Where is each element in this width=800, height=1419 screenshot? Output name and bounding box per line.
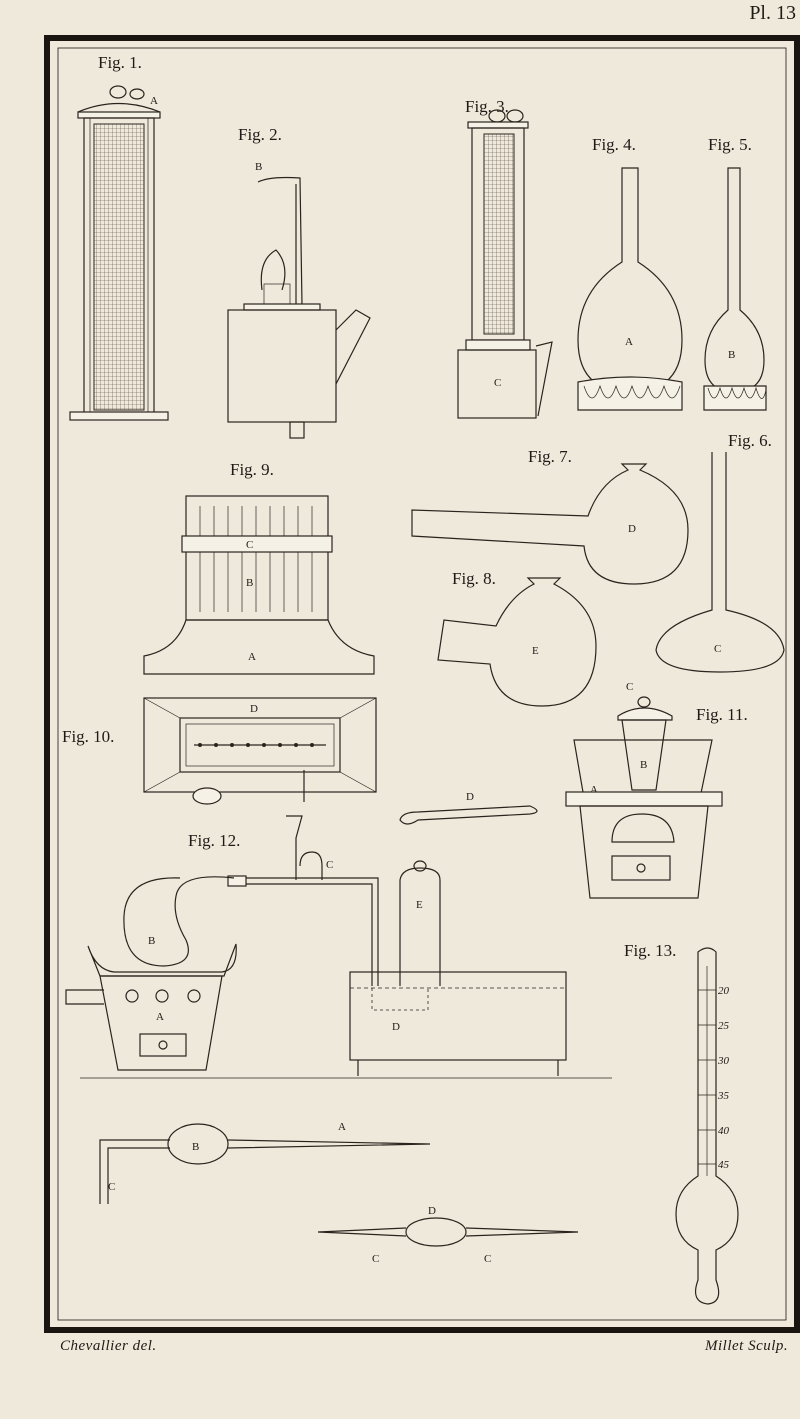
svg-text:C: C — [714, 643, 721, 655]
fig2-oil-lamp: Fig. 2. B — [227, 125, 371, 439]
svg-text:45: 45 — [718, 1159, 730, 1171]
svg-text:Fig. 1.: Fig. 1. — [98, 53, 142, 72]
svg-text:40: 40 — [718, 1125, 730, 1137]
svg-text:Fig. 11.: Fig. 11. — [696, 705, 748, 724]
plate-number: Pl. 13 — [749, 2, 796, 24]
svg-text:C: C — [246, 539, 253, 551]
fig8-tubulated-flask: Fig. 8. E — [437, 569, 597, 707]
svg-text:D: D — [428, 1205, 436, 1217]
svg-text:Fig. 13.: Fig. 13. — [624, 941, 676, 960]
fig13-thermometer: Fig. 13. 20 25 30 35 40 45 — [624, 941, 739, 1305]
svg-text:Fig. 10.: Fig. 10. — [62, 727, 114, 746]
svg-text:B: B — [148, 935, 155, 947]
fig4-long-neck-flask: Fig. 4. A — [577, 135, 683, 411]
svg-text:D: D — [466, 791, 474, 803]
fig3-gauze-lamp: Fig. 3. C — [457, 97, 553, 419]
svg-text:30: 30 — [717, 1055, 730, 1067]
svg-text:35: 35 — [717, 1090, 730, 1102]
svg-text:D: D — [250, 703, 258, 715]
svg-text:A: A — [248, 651, 256, 663]
svg-text:A: A — [150, 95, 158, 107]
svg-text:Fig. 3.: Fig. 3. — [465, 97, 509, 116]
svg-text:A: A — [338, 1121, 346, 1133]
svg-text:Fig. 12.: Fig. 12. — [188, 831, 240, 850]
svg-text:20: 20 — [718, 985, 730, 997]
svg-text:A: A — [625, 336, 633, 348]
svg-text:E: E — [532, 645, 539, 657]
svg-text:D: D — [628, 523, 636, 535]
svg-text:Fig. 5.: Fig. 5. — [708, 135, 752, 154]
svg-text:C: C — [494, 377, 501, 389]
fig5-retort-flask: Fig. 5. B — [703, 135, 767, 411]
svg-text:Fig. 9.: Fig. 9. — [230, 460, 274, 479]
svg-text:Fig. 2.: Fig. 2. — [238, 125, 282, 144]
svg-text:B: B — [640, 759, 647, 771]
draughtsman-credit: Chevallier del. — [60, 1338, 157, 1354]
svg-text:Fig. 7.: Fig. 7. — [528, 447, 572, 466]
svg-text:C: C — [372, 1253, 379, 1265]
fig9-grate-furnace: Fig. 9. C B A — [143, 460, 375, 675]
svg-text:C: C — [626, 681, 633, 693]
svg-text:B: B — [192, 1141, 199, 1153]
svg-text:C: C — [484, 1253, 491, 1265]
fig10-furnace-plan: Fig. 10. D — [62, 697, 377, 805]
svg-text:Fig. 6.: Fig. 6. — [728, 431, 772, 450]
svg-text:C: C — [326, 859, 333, 871]
fig1-safety-lamp: Fig. 1. A — [69, 53, 169, 421]
fig7-side-arm-flask: Fig. 7. D — [411, 447, 689, 585]
outer-frame — [44, 35, 800, 1333]
glass-tubes: A B C D C C — [99, 1121, 579, 1265]
svg-text:Fig. 8.: Fig. 8. — [452, 569, 496, 588]
svg-text:A: A — [156, 1011, 164, 1023]
svg-text:C: C — [108, 1181, 115, 1193]
fig6-flat-flask: Fig. 6. C — [655, 431, 785, 673]
svg-text:B: B — [255, 161, 262, 173]
svg-text:A: A — [590, 784, 598, 796]
svg-text:B: B — [728, 349, 735, 361]
fig12-gas-apparatus: Fig. 12. C B A E D — [65, 815, 612, 1079]
svg-text:D: D — [392, 1021, 400, 1033]
svg-text:25: 25 — [718, 1020, 730, 1032]
svg-text:Fig. 4.: Fig. 4. — [592, 135, 636, 154]
inner-frame — [57, 47, 787, 1321]
svg-text:E: E — [416, 899, 423, 911]
fig11-crucible-furnace: C Fig. 11. B A D — [399, 681, 748, 899]
svg-text:B: B — [246, 577, 253, 589]
engraver-credit: Millet Sculp. — [705, 1338, 789, 1354]
